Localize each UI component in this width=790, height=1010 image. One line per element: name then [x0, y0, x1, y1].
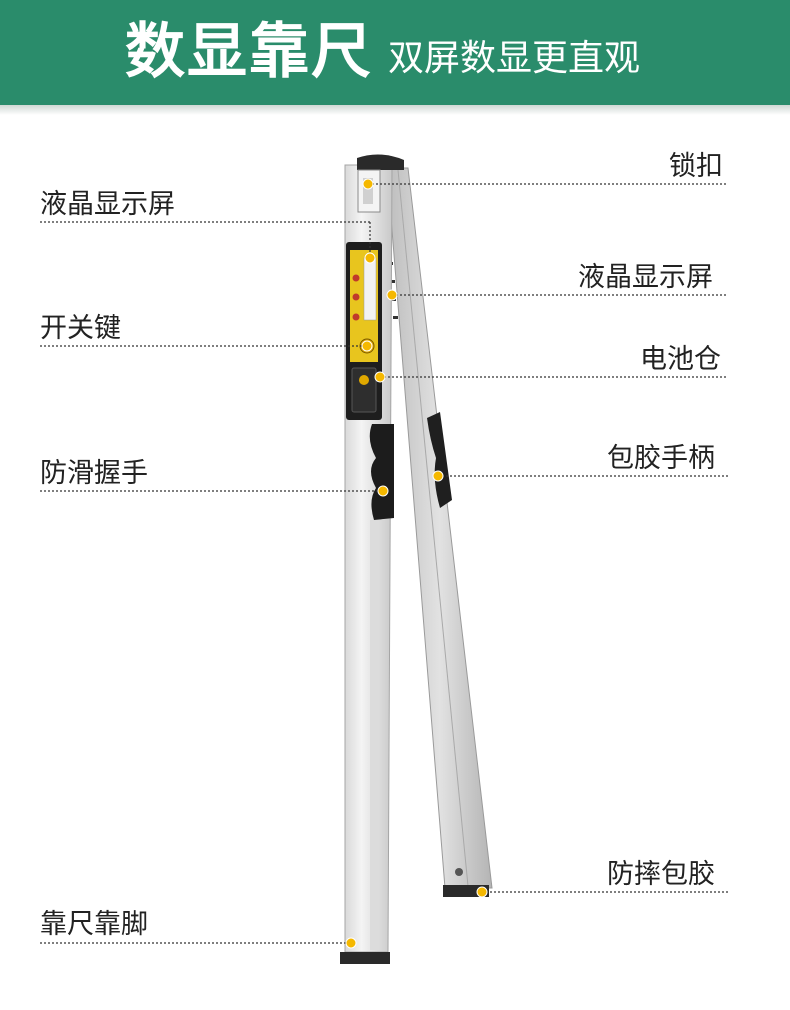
- marker-foot: [345, 937, 357, 949]
- page-subtitle: 双屏数显更直观: [388, 38, 641, 79]
- page-title: 数显靠尺: [125, 17, 373, 87]
- label-lock: 锁扣: [669, 151, 723, 182]
- lock-slot-inner: [363, 178, 373, 204]
- right-rail-hole: [455, 868, 463, 876]
- marker-grip: [377, 485, 389, 497]
- lcd-button-1: [352, 274, 360, 282]
- label-power-key: 开关键: [40, 313, 121, 344]
- rubber-handle: [427, 412, 452, 508]
- marker-lock: [362, 178, 374, 190]
- anti-slip-grip: [369, 424, 394, 520]
- label-lcd-right: 液晶显示屏: [578, 262, 713, 293]
- marker-bumper: [476, 886, 488, 898]
- label-handle: 包胶手柄: [607, 443, 715, 474]
- label-lcd-left: 液晶显示屏: [40, 189, 175, 220]
- marker-power: [361, 340, 373, 352]
- label-bumper: 防摔包胶: [607, 859, 715, 890]
- lcd-screen: [363, 257, 377, 321]
- right-rail: [386, 167, 493, 889]
- label-battery: 电池仓: [640, 344, 721, 375]
- marker-battery: [374, 371, 386, 383]
- marker-lcd-right: [386, 289, 398, 301]
- header-shadow: [0, 105, 790, 115]
- header-banner: [0, 0, 790, 105]
- marker-lcd-left: [364, 252, 376, 264]
- right-rail-edge: [397, 169, 469, 887]
- lcd-button-3: [352, 313, 360, 321]
- markers: [345, 178, 488, 949]
- ruler-foot: [340, 952, 390, 964]
- label-grip: 防滑握手: [40, 458, 148, 489]
- battery-dot: [359, 375, 369, 385]
- marker-handle: [432, 470, 444, 482]
- label-ruler-foot: 靠尺靠脚: [40, 909, 148, 940]
- left-rail-groove: [370, 520, 378, 950]
- lock-cap: [357, 154, 404, 170]
- battery-cover: [351, 367, 377, 413]
- lcd-button-2: [352, 293, 360, 301]
- leader-lines: [40, 183, 728, 944]
